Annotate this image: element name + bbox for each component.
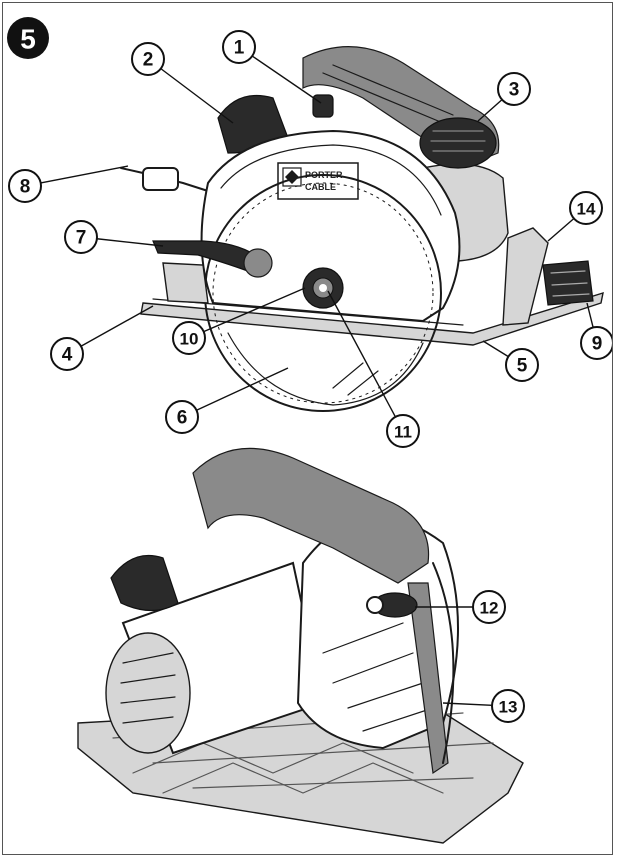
callout-label-12: 12	[480, 599, 499, 618]
callout-label-6: 6	[177, 408, 188, 429]
callout-label-13: 13	[499, 698, 518, 717]
callout-leader-4	[80, 305, 154, 347]
callout-10: 10	[172, 287, 306, 355]
callout-leader-13	[442, 702, 493, 706]
rear-handle-top	[192, 447, 430, 584]
callout-circle-11	[386, 414, 420, 448]
callout-label-1: 1	[234, 38, 245, 59]
callout-circle-3	[497, 72, 531, 106]
callout-label-4: 4	[62, 345, 73, 366]
callout-label-2: 2	[143, 50, 154, 71]
callout-3: 3	[477, 72, 531, 122]
callout-11: 11	[327, 290, 420, 448]
callout-label-9: 9	[592, 334, 603, 355]
callout-circle-1	[222, 30, 256, 64]
step-badge: 5	[7, 17, 49, 59]
callout-label-10: 10	[180, 330, 199, 349]
bevel-bracket	[502, 227, 549, 326]
circular-saw-diagram: PORTER CABLE	[7, 17, 612, 844]
callout-1: 1	[222, 30, 322, 104]
callout-4: 4	[50, 305, 154, 371]
callout-leader-10	[203, 287, 306, 333]
bottom-saw-illustration	[77, 447, 524, 844]
bevel-lever	[407, 582, 449, 775]
lower-blade-guard	[227, 332, 424, 406]
callout-8: 8	[8, 165, 129, 203]
callout-label-7: 7	[76, 228, 87, 249]
callout-circle-10	[172, 321, 206, 355]
callout-circle-4	[50, 337, 84, 371]
callout-6: 6	[165, 367, 289, 434]
callout-label-14: 14	[577, 200, 596, 219]
motor-vent	[105, 632, 191, 754]
callout-5: 5	[482, 340, 539, 382]
callout-2: 2	[131, 42, 234, 124]
callout-circle-13	[491, 689, 525, 723]
shoe-plate	[140, 291, 604, 346]
callout-leader-3	[477, 99, 503, 122]
top-saw-illustration: PORTER CABLE	[120, 46, 604, 412]
callout-circle-5	[505, 348, 539, 382]
callout-label-5: 5	[517, 356, 528, 377]
callout-leader-2	[160, 68, 234, 124]
callout-leader-6	[196, 367, 289, 411]
callout-circle-2	[131, 42, 165, 76]
callout-label-3: 3	[509, 80, 520, 101]
callout-circle-14	[569, 191, 603, 225]
callout-leader-14	[547, 217, 575, 242]
callout-circle-12	[472, 590, 506, 624]
front-knob	[419, 117, 497, 169]
callout-13: 13	[442, 689, 525, 723]
brand-line-2: CABLE	[305, 182, 336, 192]
trigger-switch	[312, 94, 334, 118]
callout-leader-8	[40, 165, 129, 184]
callout-circle-6	[165, 400, 199, 434]
callout-leader-1	[251, 55, 322, 104]
callout-leader-9	[586, 302, 594, 328]
callout-leader-7	[96, 238, 164, 247]
callout-label-8: 8	[20, 177, 31, 198]
callout-9: 9	[580, 302, 612, 360]
callout-leader-11	[327, 290, 397, 418]
callout-circle-9	[580, 326, 612, 360]
callout-circle-7	[64, 220, 98, 254]
step-number: 5	[20, 24, 36, 55]
callout-12: 12	[415, 590, 506, 624]
callout-14: 14	[547, 191, 603, 242]
callout-7: 7	[64, 220, 164, 254]
callout-label-11: 11	[394, 423, 412, 442]
callout-circle-8	[8, 169, 42, 203]
callout-leader-5	[482, 340, 509, 358]
